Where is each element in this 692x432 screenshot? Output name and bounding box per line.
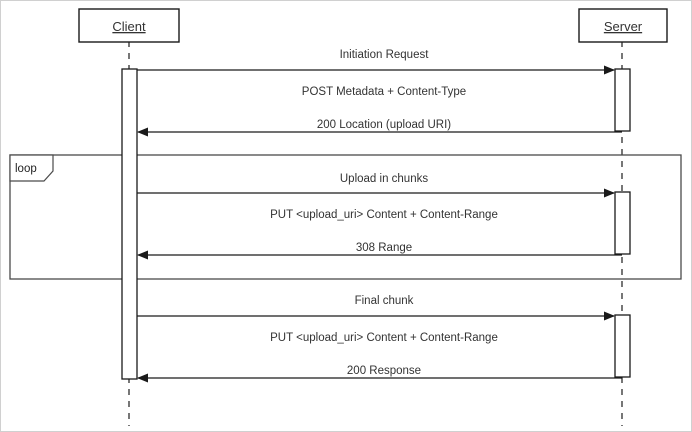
activation-bar-server-final xyxy=(614,314,631,378)
loop-fragment-box xyxy=(9,154,682,280)
participant-label-client: Client xyxy=(112,19,146,34)
message-label-initiation-request: Initiation Request xyxy=(340,49,430,61)
activation-bar-server-chunk xyxy=(614,191,631,255)
participant-label-server: Server xyxy=(604,19,643,34)
message-label-upload-in-chunks: Upload in chunks xyxy=(340,173,428,185)
activation-bar-server-initiation xyxy=(614,68,631,132)
participant-box-client[interactable] xyxy=(78,8,180,43)
loop-fragment-tab xyxy=(9,154,54,182)
participant-box-server[interactable] xyxy=(578,8,668,43)
message-label-308-range: 308 Range xyxy=(356,242,412,254)
loop-fragment-label: loop xyxy=(15,163,37,175)
message-label-200-response: 200 Response xyxy=(347,365,421,377)
message-label-200-location: 200 Location (upload URI) xyxy=(317,119,451,131)
message-label-put-final-chunk: PUT <upload_uri> Content + Content-Range xyxy=(270,332,498,344)
message-label-post-metadata: POST Metadata + Content-Type xyxy=(302,86,466,98)
message-label-final-chunk: Final chunk xyxy=(355,295,414,307)
message-label-put-chunk: PUT <upload_uri> Content + Content-Range xyxy=(270,209,498,221)
activation-bar-client xyxy=(121,68,138,380)
